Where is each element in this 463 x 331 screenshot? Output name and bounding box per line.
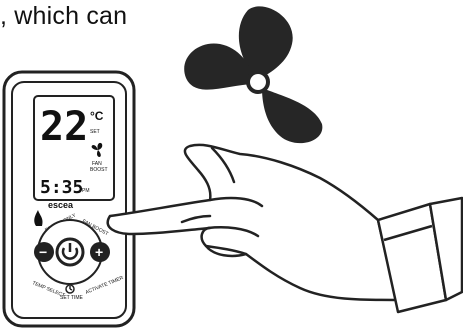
remote-control: 22 °C SET FAN BOOST 5:35 PM escea EFFECT… [4,72,134,326]
set-time-label[interactable]: SET TIME [60,295,84,301]
plus-icon: + [95,244,103,260]
hand-icon [108,145,396,300]
temperature-readout: 22 [40,104,88,150]
temperature-unit: °C [90,109,104,123]
time-readout: 5:35 [40,177,83,198]
boost-label: BOOST [90,167,108,173]
set-label: SET [90,129,100,135]
minus-icon: − [39,244,47,260]
fan-icon [184,6,322,143]
brand-logo: escea [48,200,74,210]
time-suffix: PM [82,188,90,194]
